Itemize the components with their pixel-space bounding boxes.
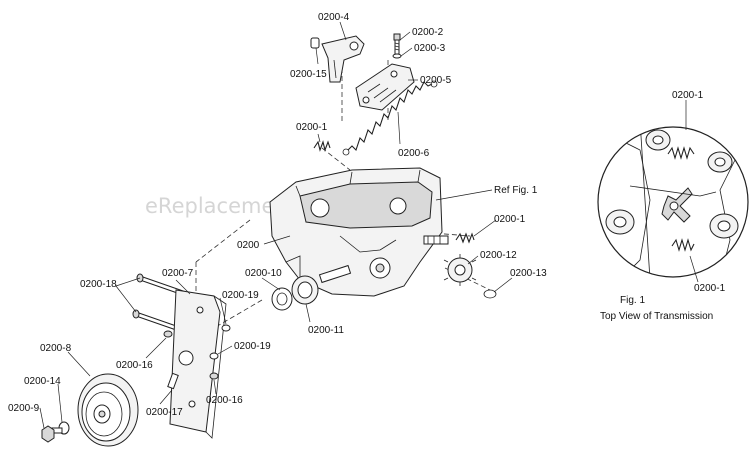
transmission-housing-part bbox=[269, 167, 449, 297]
bearing-part bbox=[291, 275, 319, 305]
label-0200-19-b: 0200-19 bbox=[234, 341, 271, 352]
fig1-caption-title: Fig. 1 bbox=[620, 295, 645, 306]
label-0200-1-top: 0200-1 bbox=[296, 122, 328, 133]
label-0200: 0200 bbox=[237, 240, 260, 251]
label-0200-14: 0200-14 bbox=[24, 376, 61, 387]
label-0200-5: 0200-5 bbox=[420, 75, 452, 86]
pulley-part bbox=[77, 373, 139, 447]
shift-plate-part bbox=[355, 63, 415, 111]
long-bolts-part bbox=[132, 273, 187, 333]
label-0200-17: 0200-17 bbox=[146, 407, 183, 418]
label-0200-4: 0200-4 bbox=[318, 12, 350, 23]
small-spring-part bbox=[313, 140, 331, 152]
fig1-label-0200-1-bottom: 0200-1 bbox=[694, 283, 726, 294]
shifter-bracket-part bbox=[310, 35, 365, 83]
label-0200-13: 0200-13 bbox=[510, 268, 547, 279]
label-0200-16-b: 0200-16 bbox=[206, 395, 243, 406]
part-labels: 0200-4 0200-2 0200-3 0200-15 0200-5 0200… bbox=[8, 12, 547, 418]
fig1-top-view-inset: 0200-1 0200-1 bbox=[597, 90, 749, 294]
label-0200-15: 0200-15 bbox=[290, 69, 327, 80]
leader-lines bbox=[39, 21, 513, 429]
pulley-bolt-part bbox=[41, 421, 70, 443]
label-0200-1-mid: 0200-1 bbox=[494, 214, 526, 225]
label-0200-10: 0200-10 bbox=[245, 268, 282, 279]
label-0200-12: 0200-12 bbox=[480, 250, 517, 261]
label-0200-18: 0200-18 bbox=[80, 279, 117, 290]
label-0200-19-a: 0200-19 bbox=[222, 290, 259, 301]
label-ref-fig-1: Ref Fig. 1 bbox=[494, 185, 538, 196]
extension-spring-part bbox=[342, 80, 438, 156]
seal-part bbox=[271, 287, 293, 311]
label-0200-11: 0200-11 bbox=[308, 325, 344, 336]
label-0200-8: 0200-8 bbox=[40, 343, 72, 354]
mounting-bracket-part bbox=[169, 289, 227, 439]
fig1-label-0200-1-top: 0200-1 bbox=[672, 90, 704, 101]
washer-nut-parts bbox=[163, 324, 231, 390]
label-0200-3: 0200-3 bbox=[414, 43, 446, 54]
small-spring-mid-part bbox=[455, 232, 475, 244]
label-0200-7: 0200-7 bbox=[162, 268, 194, 279]
label-0200-2: 0200-2 bbox=[412, 27, 444, 38]
label-0200-16-a: 0200-16 bbox=[116, 360, 153, 371]
label-0200-9: 0200-9 bbox=[8, 403, 40, 414]
fig1-caption-subtitle: Top View of Transmission bbox=[600, 311, 713, 322]
label-0200-6: 0200-6 bbox=[398, 148, 430, 159]
gear-part bbox=[443, 254, 477, 286]
snap-ring-part bbox=[483, 289, 497, 299]
bolt-and-washer-part bbox=[392, 33, 402, 59]
